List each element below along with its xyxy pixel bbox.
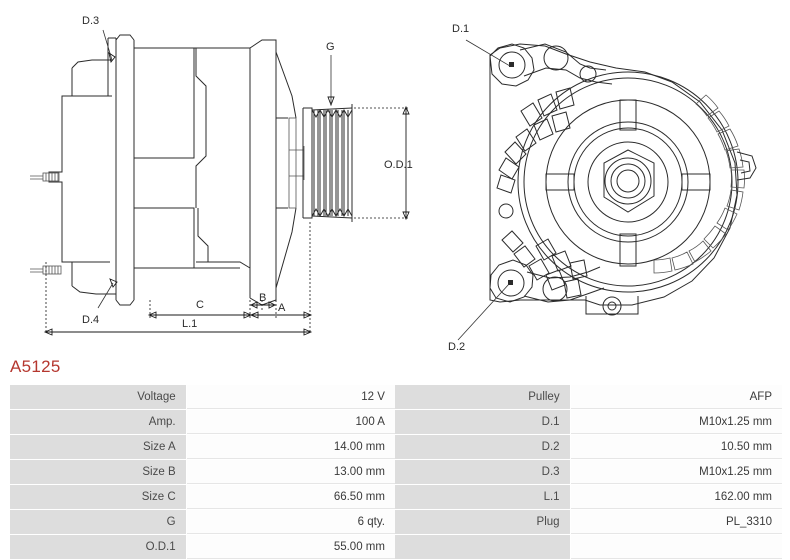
alternator-front-view: D.1 D.2: [448, 23, 757, 352]
callout-d3-label: D.3: [82, 15, 99, 27]
spec-label-d3: D.3: [394, 460, 571, 484]
dimension-l1-label: L.1: [182, 318, 197, 330]
spec-value-size-a: 14.00 mm: [186, 435, 395, 459]
technical-drawings-panel: G O.D.1 D.3 D.4 C B: [30, 15, 757, 352]
spec-value-size-b: 13.00 mm: [186, 460, 395, 484]
spec-label-d2: D.2: [394, 435, 571, 459]
table-row: O.D.1 55.00 mm: [10, 535, 782, 559]
spec-value-voltage: 12 V: [186, 385, 395, 409]
spec-table-body: Voltage 12 V Pulley AFP Amp. 100 A D.1 M…: [10, 385, 782, 559]
callout-g-label: G: [326, 41, 335, 53]
spec-value-g: 6 qty.: [186, 510, 395, 534]
spec-value-d1: M10x1.25 mm: [570, 410, 782, 434]
drawing-svg: G O.D.1 D.3 D.4 C B: [30, 15, 757, 352]
spec-label-g: G: [10, 510, 187, 534]
part-number-title: A5125: [10, 357, 61, 376]
table-row: Size B 13.00 mm D.3 M10x1.25 mm: [10, 460, 782, 484]
spec-label-plug: Plug: [394, 510, 571, 534]
spec-value-pulley: AFP: [570, 385, 782, 409]
spec-value-od1: 55.00 mm: [186, 535, 395, 559]
table-row: Amp. 100 A D.1 M10x1.25 mm: [10, 410, 782, 434]
table-row: Voltage 12 V Pulley AFP: [10, 385, 782, 409]
spec-label-od1: O.D.1: [10, 535, 187, 559]
callout-od1-label: O.D.1: [384, 159, 413, 171]
spec-value-plug: PL_3310: [570, 510, 782, 534]
spec-label-l1: L.1: [394, 485, 571, 509]
dimension-a-label: A: [278, 302, 286, 314]
spec-value-empty: [570, 535, 782, 559]
callout-d1-label: D.1: [452, 23, 469, 35]
spec-value-size-c: 66.50 mm: [186, 485, 395, 509]
spec-value-d3: M10x1.25 mm: [570, 460, 782, 484]
spec-label-empty: [394, 535, 571, 559]
spec-value-amp: 100 A: [186, 410, 395, 434]
callout-d2-label: D.2: [448, 341, 465, 352]
dimension-b-label: B: [259, 292, 266, 304]
table-row: Size C 66.50 mm L.1 162.00 mm: [10, 485, 782, 509]
callout-d4-label: D.4: [82, 314, 99, 326]
spec-label-voltage: Voltage: [10, 385, 187, 409]
spec-label-amp: Amp.: [10, 410, 187, 434]
spec-label-pulley: Pulley: [394, 385, 571, 409]
spec-value-d2: 10.50 mm: [570, 435, 782, 459]
specification-table: Voltage 12 V Pulley AFP Amp. 100 A D.1 M…: [10, 384, 782, 560]
spec-label-size-a: Size A: [10, 435, 187, 459]
spec-label-size-b: Size B: [10, 460, 187, 484]
spec-label-d1: D.1: [394, 410, 571, 434]
dimension-c-label: C: [196, 299, 204, 311]
spec-label-size-c: Size C: [10, 485, 187, 509]
alternator-side-view: G O.D.1 D.3 D.4 C B: [30, 15, 413, 336]
spec-value-l1: 162.00 mm: [570, 485, 782, 509]
table-row: Size A 14.00 mm D.2 10.50 mm: [10, 435, 782, 459]
table-row: G 6 qty. Plug PL_3310: [10, 510, 782, 534]
